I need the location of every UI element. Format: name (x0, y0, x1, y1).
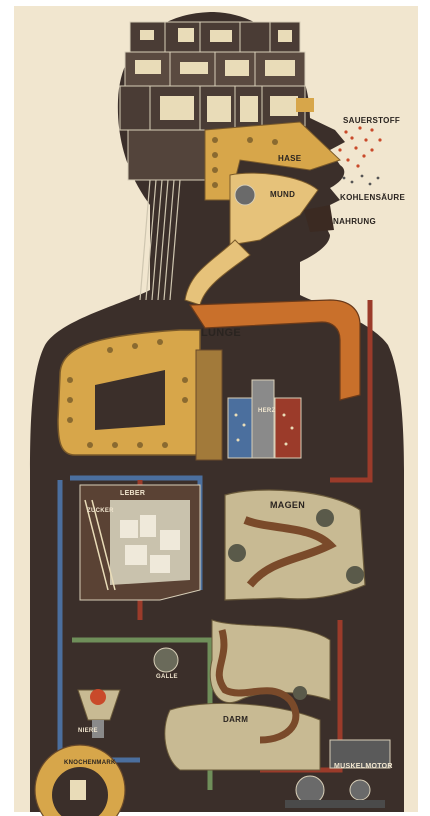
oxygen-particles (338, 126, 382, 168)
liver (79, 484, 201, 601)
label-sauerstoff: SAUERSTOFF (343, 116, 400, 125)
label-hase: HASE (278, 154, 302, 163)
label-muskelmotor: MUSKELMOTOR (334, 763, 393, 770)
label-knochenmark: KNOCHENMARK (64, 760, 116, 766)
bone-marrow (34, 744, 126, 816)
label-zucker: ZUCKER (87, 508, 114, 514)
intestines (164, 619, 331, 771)
label-darm: DARM (223, 715, 248, 724)
label-galle: GALLE (156, 674, 178, 680)
kidney (77, 689, 121, 738)
label-magen: MAGEN (270, 500, 305, 510)
label-lunge: LUNGE (201, 327, 241, 339)
label-kohlensaure: KOHLENSÄURE (340, 193, 405, 202)
co2-particles (342, 174, 380, 186)
gallbladder (153, 647, 179, 673)
label-leber: LEBER (120, 490, 145, 497)
esophagus (184, 239, 251, 306)
label-nahrung: NAHRUNG (333, 217, 376, 226)
lungs (57, 299, 361, 456)
nerve-cables (139, 179, 181, 301)
label-mund: MUND (270, 190, 295, 199)
eye-camera (296, 98, 314, 112)
brain-control-room (119, 21, 306, 181)
heart-pumps (195, 349, 302, 461)
stomach (224, 489, 366, 601)
label-niere: NIERE (78, 728, 98, 734)
label-herz: HERZ (258, 408, 276, 414)
nose-channel (204, 121, 341, 201)
muscle-motor (285, 739, 391, 808)
food-chunk (304, 205, 334, 232)
